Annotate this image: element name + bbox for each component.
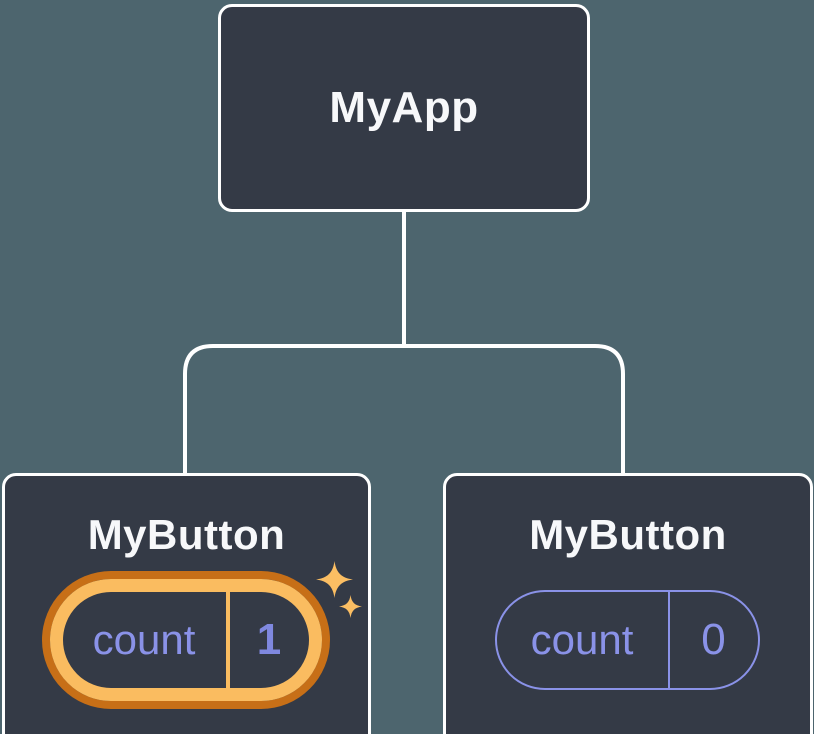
pill-divider xyxy=(225,591,230,688)
sparkle-icon xyxy=(339,595,362,618)
component-box-mybutton-1: MyButton count 1 xyxy=(2,473,371,734)
state-name: count xyxy=(530,615,634,663)
state-value: 0 xyxy=(701,614,726,664)
connector-bracket xyxy=(183,344,625,476)
component-label: MyButton xyxy=(87,511,286,558)
pill-divider xyxy=(667,591,670,688)
sparkle-icon xyxy=(316,561,353,598)
state-value: 1 xyxy=(256,614,282,664)
state-pill-highlighted: count 1 xyxy=(49,578,322,701)
state-name: count xyxy=(92,615,196,663)
component-label: MyApp xyxy=(329,83,479,132)
component-box-mybutton-2: MyButton count 0 xyxy=(443,473,813,734)
component-box-myapp: MyApp xyxy=(218,4,590,212)
component-label: MyButton xyxy=(529,511,727,558)
state-pill: count 0 xyxy=(494,589,760,690)
